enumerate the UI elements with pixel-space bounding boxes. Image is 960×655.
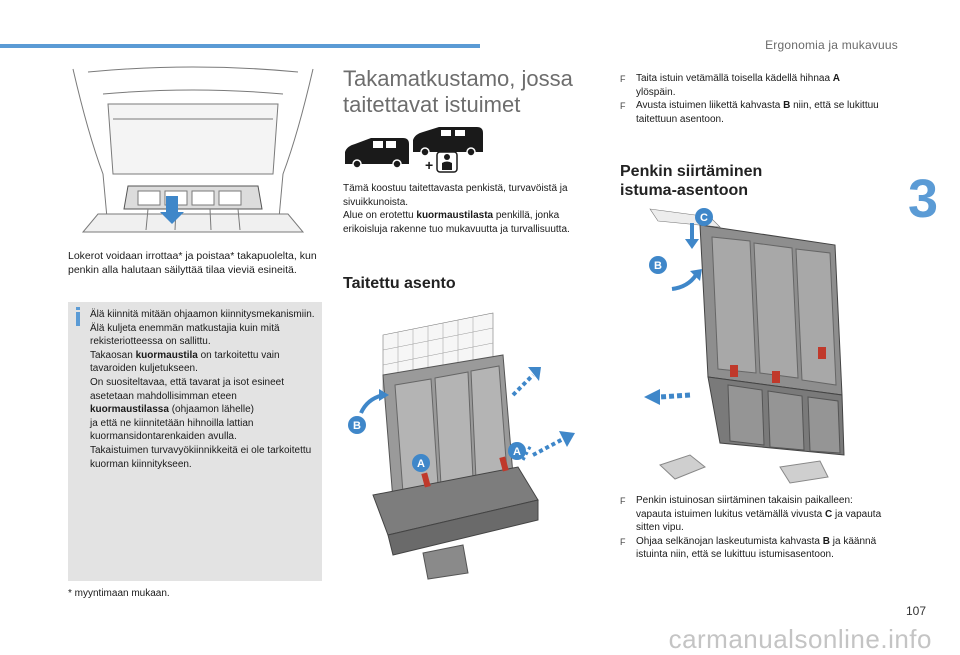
info-line: Takaistuimen turvavyökiinnikkeitä ei ole… [90, 444, 312, 470]
storage-caption: Lokerot voidaan irrottaa* ja poistaa* ta… [68, 250, 317, 276]
cargo-compartment-illustration [68, 64, 318, 234]
info-line: Älä kiinnitä mitään ohjaamon kiinnitysme… [90, 309, 315, 320]
bullet-icon: F [620, 101, 626, 112]
van-long-icon [413, 127, 483, 157]
intro-paragraph: Alue on erotettu kuormaustilasta penkill… [343, 210, 570, 235]
section-title: Ergonomia ja mukavuus [765, 38, 898, 52]
svg-text:A: A [513, 446, 521, 458]
chapter-number: 3 [907, 169, 938, 229]
svg-text:A: A [417, 458, 425, 470]
bullet-icon: F [620, 496, 626, 506]
page-number: 107 [905, 604, 926, 618]
callout-c: C [695, 208, 713, 226]
svg-text:B: B [353, 420, 361, 432]
info-box [68, 302, 322, 581]
svg-text:B: B [654, 260, 662, 272]
heading-line: Takamatkustamo, jossa [343, 66, 573, 91]
info-text: Älä kiinnitä mitään ohjaamon kiinnitysme… [90, 308, 318, 471]
intro-paragraph: Tämä koostuu taitettavasta penkistä, tur… [343, 183, 568, 208]
watermark: carmanualsonline.info [668, 624, 932, 654]
info-line: kuormaustilassa (ohjaamon lähelle) [90, 404, 254, 416]
footnote: * myyntimaan mukaan. [68, 588, 170, 599]
bullet-icon: F [620, 536, 626, 547]
subheading-seating: Penkin siirtäminen istuma-asentoon [620, 162, 880, 200]
info-line: Älä kuljeta enemmän matkustajia kuin mit… [90, 322, 280, 348]
header-accent-bar [0, 44, 480, 48]
plus-sign: + [425, 157, 433, 173]
info-line: ja että ne kiinnitetään hihnoilla lattia… [90, 417, 254, 443]
bullet-icon: F [620, 74, 626, 84]
svg-text:C: C [700, 212, 708, 224]
seat-unfold-illustration: C B [630, 205, 870, 487]
instruction-item: F Avusta istuimen liikettä kahvasta B ni… [620, 100, 879, 125]
callout-a: A [508, 442, 526, 460]
heading-line: istuma-asentoon [620, 182, 749, 199]
instructions-top: F Taita istuin vetämällä toisella kädell… [620, 72, 882, 126]
section-heading: Takamatkustamo, jossa taitettavat istuim… [343, 66, 593, 118]
instruction-item: F Penkin istuinosan siirtäminen takaisin… [620, 495, 882, 534]
intro-text: Tämä koostuu taitettavasta penkistä, tur… [343, 182, 605, 236]
instructions-bottom: F Penkin istuinosan siirtäminen takaisin… [620, 494, 882, 562]
folded-seat-illustration: B A A [343, 305, 601, 583]
vehicle-icons: + [343, 126, 483, 174]
heading-line: Penkin siirtäminen [620, 163, 763, 180]
seat-icon [436, 151, 458, 173]
callout-b: B [348, 416, 366, 434]
info-icon [76, 307, 80, 326]
van-short-icon [345, 138, 409, 169]
heading-line: taitettavat istuimet [343, 92, 521, 117]
info-line: Takaosan kuormaustila on tarkoitettu vai… [90, 349, 280, 375]
info-line: On suositeltavaa, että tavarat ja isot e… [90, 376, 284, 402]
subheading-folded: Taitettu asento [343, 275, 456, 292]
instruction-item: F Taita istuin vetämällä toisella kädell… [620, 73, 841, 98]
callout-b: B [649, 256, 667, 274]
callout-a: A [412, 454, 430, 472]
instruction-item: F Ohjaa selkänojan laskeutumista kahvast… [620, 535, 877, 561]
